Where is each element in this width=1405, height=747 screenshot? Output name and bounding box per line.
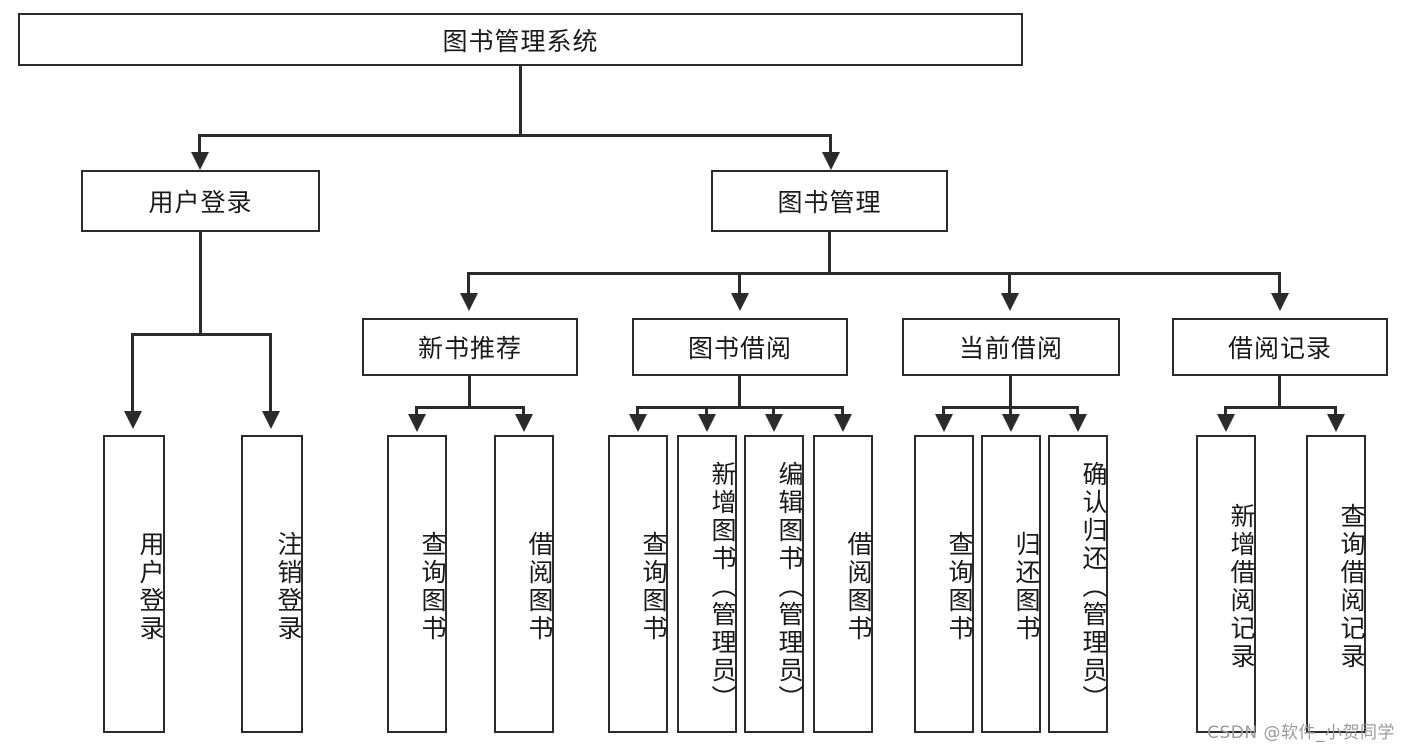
arrow-book-manage-child-2 bbox=[731, 293, 749, 311]
arrow-user-login-leaf-1 bbox=[124, 411, 142, 429]
leaf-add-book[interactable]: 新增图书（管理员） bbox=[677, 435, 737, 733]
leaf-query-record-label: 查询借阅记录 bbox=[1337, 503, 1366, 671]
leaf-query-book-3[interactable]: 查询图书 bbox=[914, 435, 974, 733]
arrow-current-borrow-leaf-1 bbox=[935, 414, 953, 432]
arrow-book-borrow-leaf-4 bbox=[834, 414, 852, 432]
edge-current-borrow-drop-1 bbox=[942, 406, 945, 418]
node-borrow-record[interactable]: 借阅记录 bbox=[1172, 318, 1388, 376]
edge-user-login-drop-2 bbox=[269, 333, 272, 415]
edge-book-borrow-stem bbox=[738, 376, 741, 409]
edge-user-login-drop-1 bbox=[131, 333, 134, 415]
node-book-manage-label: 图书管理 bbox=[777, 188, 882, 217]
arrow-root-to-user-login bbox=[191, 152, 209, 170]
leaf-query-book-2[interactable]: 查询图书 bbox=[608, 435, 668, 733]
edge-book-borrow-drop-1 bbox=[636, 406, 639, 418]
leaf-borrow-book-2[interactable]: 借阅图书 bbox=[813, 435, 873, 733]
edge-current-borrow-drop-2 bbox=[1009, 406, 1012, 418]
edge-book-manage-stem bbox=[828, 232, 831, 274]
edge-book-manage-drop-3 bbox=[1008, 272, 1011, 296]
arrow-book-manage-child-3 bbox=[1001, 293, 1019, 311]
leaf-confirm-return[interactable]: 确认归还（管理员） bbox=[1048, 435, 1108, 733]
edge-new-book-drop-1 bbox=[415, 406, 418, 418]
edge-root-to-book-manage bbox=[829, 134, 832, 156]
edge-book-manage-drop-4 bbox=[1278, 272, 1281, 296]
node-new-book-recommend[interactable]: 新书推荐 bbox=[362, 318, 578, 376]
edge-new-book-stem bbox=[468, 376, 471, 409]
node-current-borrow[interactable]: 当前借阅 bbox=[902, 318, 1120, 376]
arrow-new-book-leaf-1 bbox=[408, 414, 426, 432]
edge-book-manage-drop-1 bbox=[467, 272, 470, 296]
arrow-borrow-record-leaf-2 bbox=[1327, 414, 1345, 432]
edge-book-borrow-drop-4 bbox=[841, 406, 844, 418]
csdn-watermark: CSDN @软件_小贺同学 bbox=[1207, 723, 1395, 743]
node-book-manage[interactable]: 图书管理 bbox=[711, 170, 948, 232]
edge-root-to-user-login bbox=[198, 134, 201, 156]
node-current-borrow-label: 当前借阅 bbox=[958, 334, 1063, 363]
node-root-label: 图书管理系统 bbox=[442, 26, 599, 56]
leaf-add-book-label: 新增图书（管理员） bbox=[708, 461, 737, 713]
arrow-new-book-leaf-2 bbox=[515, 414, 533, 432]
node-new-book-recommend-label: 新书推荐 bbox=[417, 334, 522, 363]
leaf-borrow-book-2-label: 借阅图书 bbox=[844, 531, 873, 643]
node-root[interactable]: 图书管理系统 bbox=[18, 13, 1023, 66]
leaf-user-login[interactable]: 用户登录 bbox=[103, 435, 165, 733]
edge-book-manage-bus bbox=[467, 272, 1281, 275]
leaf-query-record[interactable]: 查询借阅记录 bbox=[1306, 435, 1366, 733]
edge-root-bus bbox=[198, 134, 832, 137]
leaf-borrow-book-1[interactable]: 借阅图书 bbox=[494, 435, 554, 733]
arrow-current-borrow-leaf-2 bbox=[1002, 414, 1020, 432]
leaf-user-login-label: 用户登录 bbox=[136, 531, 165, 643]
node-book-borrow-label: 图书借阅 bbox=[687, 334, 792, 363]
leaf-borrow-book-1-label: 借阅图书 bbox=[525, 531, 554, 643]
arrow-borrow-record-leaf-1 bbox=[1217, 414, 1235, 432]
leaf-logout[interactable]: 注销登录 bbox=[241, 435, 303, 733]
arrow-user-login-leaf-2 bbox=[262, 411, 280, 429]
arrow-book-borrow-leaf-1 bbox=[629, 414, 647, 432]
edge-root-stem bbox=[519, 66, 522, 136]
leaf-edit-book-label: 编辑图书（管理员） bbox=[775, 461, 804, 713]
edge-user-login-stem bbox=[199, 232, 202, 335]
edge-book-manage-drop-2 bbox=[738, 272, 741, 296]
node-user-login-label: 用户登录 bbox=[148, 188, 253, 217]
leaf-query-book-1[interactable]: 查询图书 bbox=[387, 435, 447, 733]
node-borrow-record-label: 借阅记录 bbox=[1227, 334, 1332, 363]
edge-user-login-bus bbox=[131, 333, 272, 336]
arrow-book-manage-child-1 bbox=[460, 293, 478, 311]
leaf-query-book-1-label: 查询图书 bbox=[418, 531, 447, 643]
node-user-login[interactable]: 用户登录 bbox=[81, 170, 320, 232]
edge-new-book-bus bbox=[415, 406, 525, 409]
edge-borrow-record-drop-2 bbox=[1334, 406, 1337, 418]
leaf-query-book-3-label: 查询图书 bbox=[945, 531, 974, 643]
leaf-logout-label: 注销登录 bbox=[274, 531, 303, 643]
edge-book-borrow-drop-3 bbox=[772, 406, 775, 418]
arrow-current-borrow-leaf-3 bbox=[1069, 414, 1087, 432]
edge-new-book-drop-2 bbox=[522, 406, 525, 418]
edge-current-borrow-stem bbox=[1009, 376, 1012, 409]
arrow-root-to-book-manage bbox=[822, 152, 840, 170]
edge-borrow-record-stem bbox=[1278, 376, 1281, 409]
leaf-add-record-label: 新增借阅记录 bbox=[1227, 503, 1256, 671]
edge-current-borrow-drop-3 bbox=[1076, 406, 1079, 418]
arrow-book-borrow-leaf-2 bbox=[698, 414, 716, 432]
node-book-borrow[interactable]: 图书借阅 bbox=[632, 318, 848, 376]
leaf-return-book[interactable]: 归还图书 bbox=[981, 435, 1041, 733]
edge-borrow-record-drop-1 bbox=[1224, 406, 1227, 418]
edge-borrow-record-bus bbox=[1224, 406, 1337, 409]
arrow-book-borrow-leaf-3 bbox=[765, 414, 783, 432]
leaf-edit-book[interactable]: 编辑图书（管理员） bbox=[744, 435, 804, 733]
leaf-return-book-label: 归还图书 bbox=[1012, 531, 1041, 643]
edge-book-borrow-bus bbox=[636, 406, 844, 409]
leaf-add-record[interactable]: 新增借阅记录 bbox=[1196, 435, 1256, 733]
leaf-query-book-2-label: 查询图书 bbox=[639, 531, 668, 643]
leaf-confirm-return-label: 确认归还（管理员） bbox=[1079, 461, 1108, 713]
arrow-book-manage-child-4 bbox=[1271, 293, 1289, 311]
edge-book-borrow-drop-2 bbox=[705, 406, 708, 418]
